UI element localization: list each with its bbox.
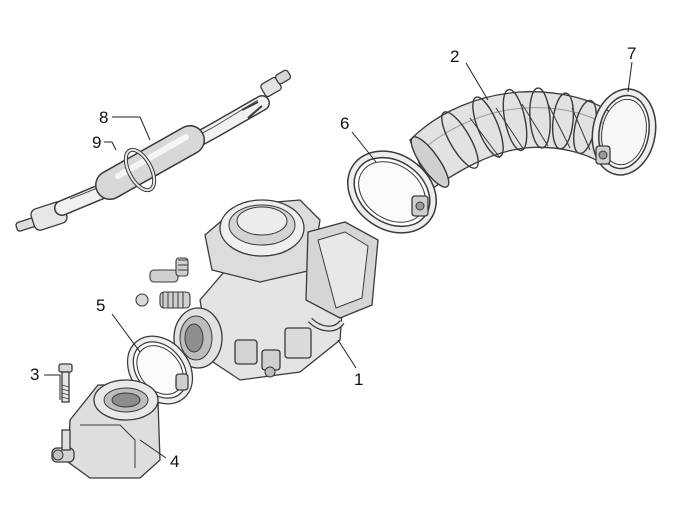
callout-2: 2 <box>450 47 459 66</box>
callout-7: 7 <box>627 44 636 63</box>
callout-1: 1 <box>354 370 363 389</box>
intake-manifold-part <box>51 379 161 479</box>
intake-duct-part <box>409 87 611 191</box>
callout-3: 3 <box>30 365 39 384</box>
callout-6: 6 <box>340 114 349 133</box>
carburetor-part <box>135 199 379 381</box>
callout-4: 4 <box>170 452 179 471</box>
callout-8: 8 <box>99 108 108 127</box>
throttle-cable-part <box>15 69 292 232</box>
callout-labels: 1 2 3 4 5 6 7 8 9 <box>30 44 636 471</box>
hose-clamp-right-part <box>591 88 657 176</box>
callout-9: 9 <box>92 133 101 152</box>
hose-clamp-left-part <box>347 150 437 234</box>
bolt-part <box>58 363 73 403</box>
leader-lines <box>44 61 633 459</box>
callout-5: 5 <box>96 296 105 315</box>
